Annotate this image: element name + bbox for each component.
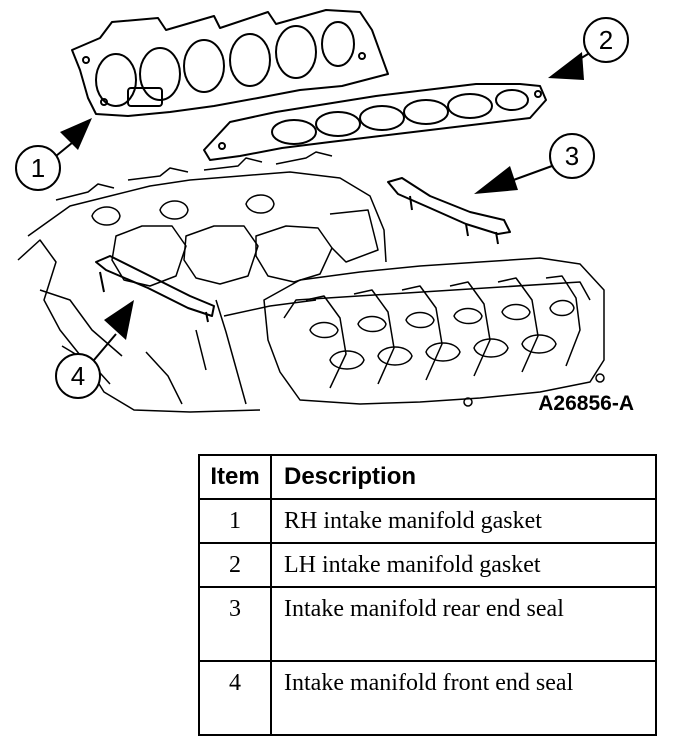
callout-2-arrow — [548, 52, 584, 80]
item-number: 1 — [198, 498, 272, 544]
item-number: 4 — [198, 660, 272, 736]
item-number: 3 — [198, 586, 272, 662]
item-number: 2 — [198, 542, 272, 588]
lh-intake-manifold-gasket — [203, 83, 547, 161]
table-row: 3 Intake manifold rear end seal — [198, 586, 657, 662]
item-description: Intake manifold front end seal — [270, 660, 657, 736]
callout-4-arrow — [104, 300, 134, 340]
header-item: Item — [198, 454, 272, 500]
callout-1: 1 — [15, 118, 92, 191]
intake-manifold-front-end-seal — [95, 255, 215, 323]
callout-3-label: 3 — [565, 141, 579, 171]
intake-manifold-rear-end-seal — [387, 177, 511, 245]
callout-3-arrow — [474, 166, 518, 194]
callout-2: 2 — [548, 17, 629, 80]
table-header-row: Item Description — [198, 454, 657, 500]
table-row: 4 Intake manifold front end seal — [198, 660, 657, 736]
engine-block — [17, 151, 605, 413]
callout-2-label: 2 — [599, 25, 613, 55]
rh-intake-manifold-gasket — [71, 9, 389, 117]
callout-3: 3 — [474, 133, 595, 194]
item-description: RH intake manifold gasket — [270, 498, 657, 544]
callout-4-label: 4 — [71, 361, 85, 391]
callout-1-label: 1 — [31, 153, 45, 183]
exploded-view-illustration: 1 2 3 4 A26856-A — [15, 9, 634, 415]
parts-table: Item Description 1 RH intake manifold ga… — [198, 454, 657, 736]
header-description: Description — [270, 454, 657, 500]
item-description: Intake manifold rear end seal — [270, 586, 657, 662]
table-row: 2 LH intake manifold gasket — [198, 542, 657, 588]
figure-id: A26856-A — [538, 392, 634, 415]
item-description: LH intake manifold gasket — [270, 542, 657, 588]
table-row: 1 RH intake manifold gasket — [198, 498, 657, 544]
callout-1-arrow — [60, 118, 92, 150]
callout-4: 4 — [55, 300, 134, 399]
